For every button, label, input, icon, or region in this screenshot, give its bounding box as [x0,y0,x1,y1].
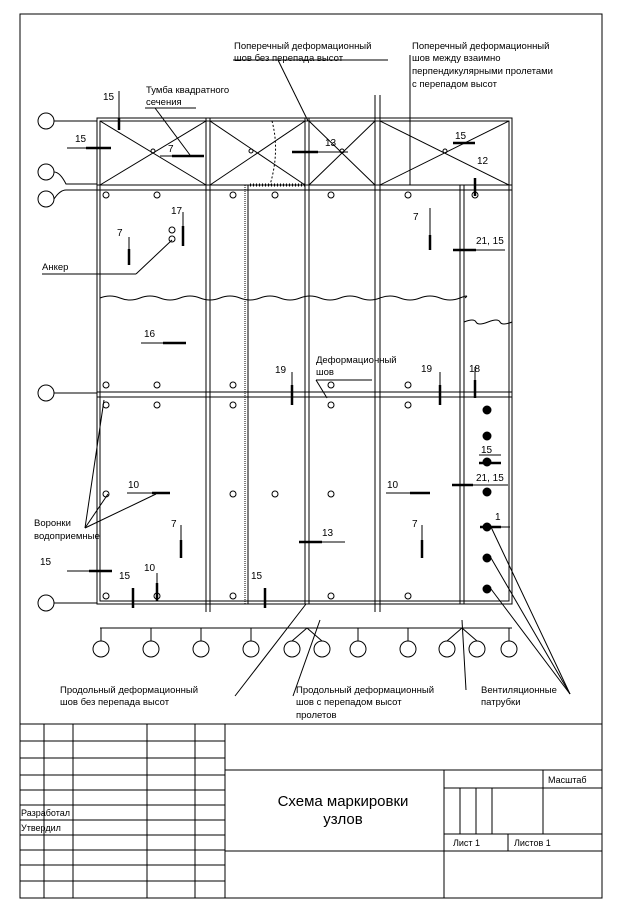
mark-13b: 13 [322,528,334,539]
node-numbers: 15 15 7 13 15 12 17 7 7 21, 15 16 19 19 … [40,92,504,582]
label-longitudinal-drop-1: Продольный деформационный [296,685,434,696]
label-transverse-no-drop-1: Поперечный деформационный [234,41,371,52]
mark-7c: 7 [413,212,419,223]
mark-15f: 15 [119,571,131,582]
mark-15a: 15 [103,92,115,103]
mark-15b: 15 [75,134,87,145]
mark-19b: 19 [421,364,433,375]
drawing-title-line2: узлов [323,811,362,828]
label-vent-pipes-2: патрубки [481,697,521,708]
label-deformation-joint-2: шов [316,367,334,378]
label-anchor: Анкер [42,262,68,273]
mark-15c: 15 [455,131,467,142]
approved-label: Утвердил [21,823,61,833]
sheet-label: Лист 1 [453,838,480,848]
mark-13a: 13 [325,138,337,149]
label-vent-pipes-1: Вентиляционные [481,685,557,696]
mark-2115b: 21, 15 [476,473,504,484]
label-pedestal-2: сечения [146,97,182,108]
mark-10c: 10 [144,563,156,574]
developed-label: Разработал [21,808,70,818]
mark-17: 17 [171,206,183,217]
mark-19a: 19 [275,365,287,376]
label-transverse-no-drop-2: шов без перепада высот [234,53,344,64]
mark-10b: 10 [387,480,399,491]
mark-12: 12 [477,156,489,167]
label-longitudinal-no-drop-1: Продольный деформационный [60,685,198,696]
mark-10a: 10 [128,480,140,491]
mark-15d: 15 [481,445,493,456]
mark-7b: 7 [117,228,123,239]
mark-7d: 7 [171,519,177,530]
label-pedestal-1: Тумба квадратного [146,85,229,96]
annotations: Поперечный деформационный шов без перепа… [34,41,557,721]
axis-markers-left [37,112,97,612]
mark-1: 1 [495,512,501,523]
plan [37,55,571,697]
label-deformation-joint-1: Деформационный [316,355,397,366]
label-transverse-drop-2: шов между взаимно [412,53,501,64]
label-longitudinal-drop-2: шов с перепадом высот [296,697,402,708]
title-block [20,723,602,898]
label-longitudinal-drop-3: пролетов [296,710,337,721]
leader-lines [67,142,510,583]
callout-leaders [42,55,571,697]
scale-label: Масштаб [548,775,587,785]
mark-7e: 7 [412,519,418,530]
mark-18: 18 [469,364,481,375]
mark-15g: 15 [251,571,263,582]
sheet-frame [19,13,603,899]
mark-7a: 7 [168,144,174,155]
axis-markers-bottom [92,627,518,658]
label-transverse-drop-3: перпендикулярными пролетами [412,66,553,77]
mark-16: 16 [144,329,156,340]
mark-2115a: 21, 15 [476,236,504,247]
label-funnels-2: водоприемные [34,531,100,542]
label-funnels-1: Воронки [34,518,71,529]
label-transverse-drop-4: с перепадом высот [412,79,498,90]
title-block-text: Схема маркировки узлов Масштаб Лист 1 Ли… [21,775,587,848]
mark-15e: 15 [40,557,52,568]
sheets-label: Листов 1 [514,838,551,848]
drawing-title-line1: Схема маркировки [278,793,409,810]
section-marks [86,91,501,608]
label-longitudinal-no-drop-2: шов без перепада высот [60,697,170,708]
label-transverse-drop-1: Поперечный деформационный [412,41,549,52]
vent-pipes [482,405,492,594]
